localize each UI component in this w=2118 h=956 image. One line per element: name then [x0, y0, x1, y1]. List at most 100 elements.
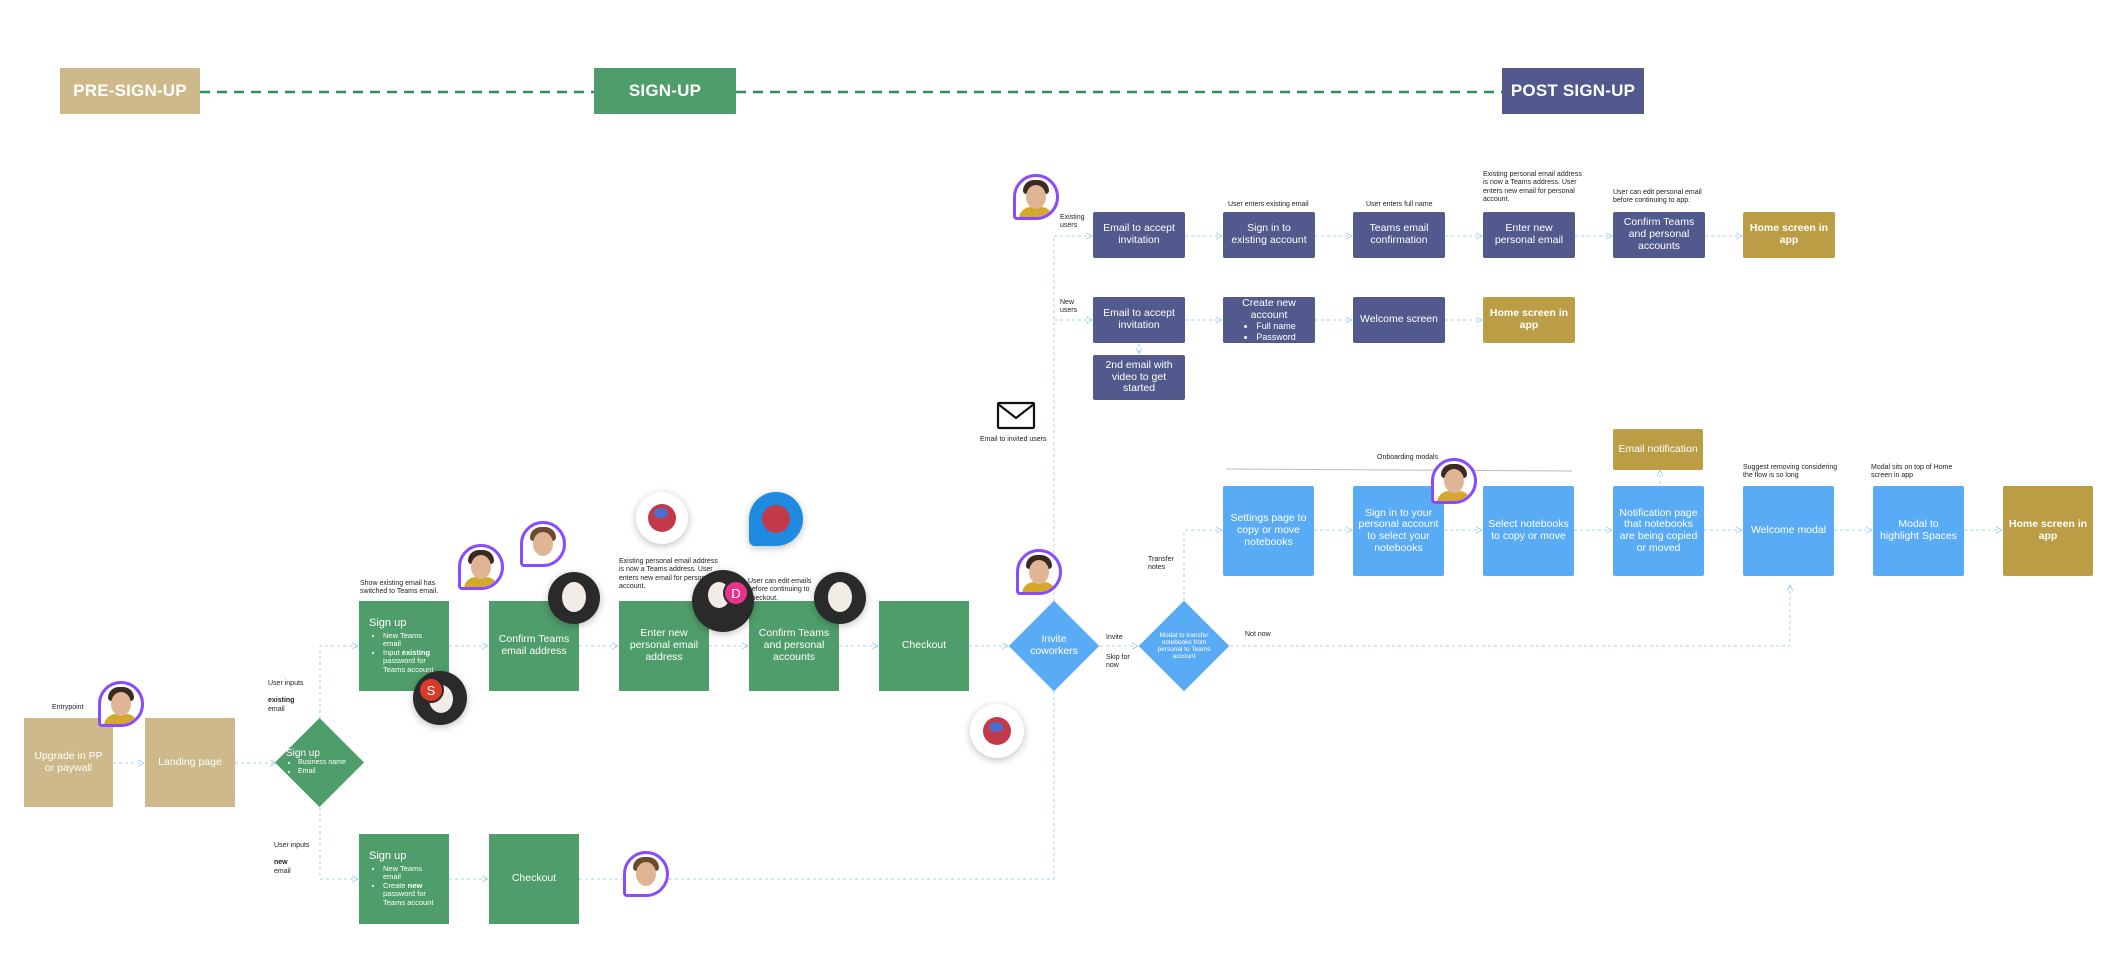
note-existing-personal: Existing personal email address is now a…: [619, 558, 718, 591]
new-bullet-2-strong: new: [407, 880, 423, 890]
notification-page-node: Notification page that notebooks are bei…: [1613, 486, 1704, 576]
teams-email-confirmation-label: Teams email confirmation: [1369, 222, 1429, 246]
new-email-label: User inputs new email: [274, 834, 309, 876]
avatar-entrypoint: [98, 681, 144, 727]
confirm-accounts-node: Confirm Teams and personal accounts: [749, 601, 839, 691]
cursor-dark-1: [548, 572, 600, 624]
note-edit-personal-email: User can edit personal email before cont…: [1613, 189, 1702, 205]
create-account-title: Create new account: [1242, 296, 1296, 321]
phase-signup: SIGN-UP: [594, 68, 736, 114]
settings-page-node: Settings page to copy or move notebooks: [1223, 486, 1314, 576]
note-edit-emails: User can edit emails before continuing t…: [748, 578, 812, 602]
email-invited-label: Email to invited users: [980, 436, 1047, 443]
transfer-modal-label: Modal to transfer notebooks from persona…: [1157, 631, 1211, 661]
home-screen-final-label: Home screen in app: [2008, 518, 2088, 542]
signup-existing-title: Sign up: [369, 617, 407, 630]
confirm-teams-personal-label: Confirm Teams and personal accounts: [1623, 216, 1695, 252]
not-now-label: Not now: [1245, 631, 1271, 638]
checkout-existing-node: Checkout: [879, 601, 969, 691]
welcome-screen-node: Welcome screen: [1353, 297, 1445, 343]
invite-coworkers-label: Invite coworkers: [1030, 633, 1078, 657]
welcome-screen-label: Welcome screen: [1359, 313, 1438, 326]
phase-pre-signup: PRE-SIGN-UP: [60, 68, 200, 114]
new-bullet-2-post: password for Teams account: [383, 889, 434, 908]
phase-post-signup: POST SIGN-UP: [1502, 68, 1644, 114]
welcome-modal-node: Welcome modal: [1743, 486, 1834, 576]
second-email-node: 2nd email with video to get started: [1093, 355, 1185, 400]
bullet-2-strong: existing: [401, 647, 431, 657]
signup-decision-title: Sign up: [286, 748, 320, 760]
note-modal-sits: Modal sits on top of Home screen in app: [1871, 464, 1953, 480]
signup-new-node: Sign up New Teams email Create new passw…: [359, 834, 449, 924]
new-bullet-2-pre: Create: [383, 880, 406, 890]
note-existing-teams-address: Existing personal email address is now a…: [1483, 171, 1582, 204]
select-notebooks-node: Select notebooks to copy or move: [1483, 486, 1574, 576]
enter-new-personal-email-label: Enter new personal email: [1494, 222, 1564, 246]
cursor-dark-2: [814, 572, 866, 624]
avatar-existing-users: [1013, 174, 1059, 220]
onboarding-bracket: [1225, 468, 1573, 472]
signup-decision-bullet-1: Business name: [298, 759, 346, 767]
signup-new-bullet-1: New Teams email: [383, 864, 439, 882]
existing-users-label: Existing users: [1060, 214, 1085, 230]
sign-in-personal-node: Sign in to your personal account to sele…: [1353, 486, 1444, 576]
existing-accept-invitation-label: Email to accept invitation: [1103, 222, 1175, 246]
avatar-signup-a: [458, 544, 504, 590]
signup-new-bullet-2: Create new password for Teams account: [383, 880, 439, 908]
highlight-spaces-node: Modal to highlight Spaces: [1873, 486, 1964, 576]
avatar-onboarding: [1431, 458, 1477, 504]
flow-connectors: [113, 236, 2002, 879]
checkout-existing-label: Checkout: [901, 639, 947, 652]
signup-new-title: Sign up: [369, 850, 407, 863]
home-screen-new-node: Home screen in app: [1483, 297, 1575, 343]
signup-decision-label: Sign up Business name Email: [286, 742, 356, 782]
create-account-node: Create new account Full name Password: [1223, 297, 1315, 343]
create-account-bullet-1: Full name: [1256, 321, 1296, 331]
signup-existing-bullet-2: Input existing password for Teams accoun…: [383, 647, 439, 675]
home-screen-final-node: Home screen in app: [2003, 486, 2093, 576]
initial-d-badge: D: [723, 580, 749, 606]
note-user-existing-email: User enters existing email: [1228, 201, 1309, 208]
landing-page-label: Landing page: [158, 755, 222, 768]
confirm-teams-email-label: Confirm Teams email address: [498, 633, 570, 657]
upgrade-node: Upgrade in PP or paywall: [24, 718, 113, 807]
highlight-spaces-label: Modal to highlight Spaces: [1879, 518, 1958, 542]
existing-email-label-prefix: User inputs: [268, 680, 304, 688]
cursor-bubble-3: [970, 704, 1024, 758]
sign-in-existing-label: Sign in to existing account: [1231, 222, 1307, 246]
existing-email-label-strong: existing: [268, 697, 295, 705]
settings-page-label: Settings page to copy or move notebooks: [1230, 512, 1307, 548]
bullet-2-post: password for Teams account: [383, 656, 434, 675]
avatar-invite: [1016, 549, 1062, 595]
cursor-bubble-1: [636, 492, 688, 544]
existing-email-label-suffix: email: [268, 705, 285, 713]
avatar-new-checkout: [623, 851, 669, 897]
transfer-notes-label: Transfer notes: [1148, 556, 1174, 572]
note-user-full-name: User enters full name: [1366, 201, 1433, 208]
select-notebooks-label: Select notebooks to copy or move: [1488, 518, 1569, 542]
envelope-icon: [996, 401, 1036, 430]
onboarding-modals-label: Onboarding modals: [1377, 454, 1439, 461]
second-email-label: 2nd email with video to get started: [1105, 358, 1173, 395]
enter-new-personal-email-node: Enter new personal email: [1483, 212, 1575, 258]
checkout-new-node: Checkout: [489, 834, 579, 924]
sign-in-existing-node: Sign in to existing account: [1223, 212, 1315, 258]
enter-personal-email-node: Enter new personal email address: [619, 601, 709, 691]
new-accept-invitation-node: Email to accept invitation: [1093, 297, 1185, 343]
home-screen-existing-node: Home screen in app: [1743, 212, 1835, 258]
create-account-bullet-2: Password: [1256, 332, 1296, 342]
home-screen-existing-label: Home screen in app: [1749, 222, 1829, 246]
skip-label: Skip for now: [1106, 654, 1130, 670]
existing-accept-invitation-node: Email to accept invitation: [1093, 212, 1185, 258]
upgrade-label: Upgrade in PP or paywall: [34, 749, 103, 774]
email-notification-node: Email notification: [1613, 429, 1703, 470]
new-email-label-suffix: email: [274, 867, 291, 875]
entrypoint-note: Entrypoint: [52, 704, 84, 711]
cursor-bubble-2: [749, 492, 803, 546]
sign-in-personal-label: Sign in to your personal account to sele…: [1358, 506, 1439, 554]
initial-s-badge: S: [418, 677, 444, 703]
new-accept-invitation-label: Email to accept invitation: [1103, 307, 1175, 331]
note-show-existing: Show existing email has switched to Team…: [360, 580, 439, 596]
